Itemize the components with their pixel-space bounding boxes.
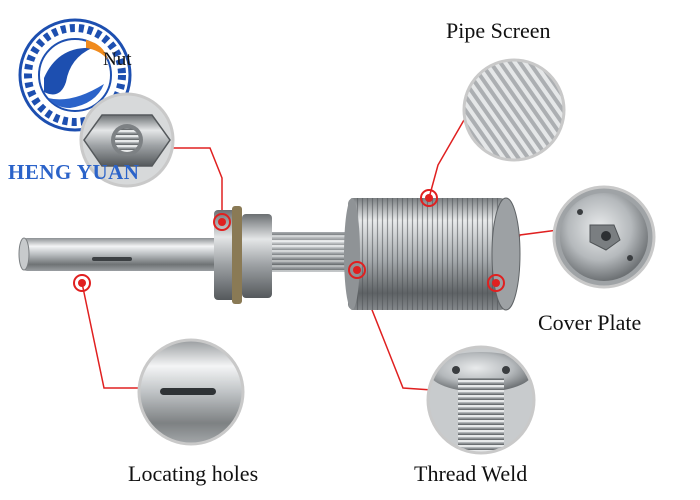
locating-holes-label: Locating holes — [128, 461, 259, 486]
company-logo — [18, 18, 132, 132]
pipe-screen-label: Pipe Screen — [446, 18, 551, 43]
brand-name: HENG YUAN — [8, 160, 140, 184]
thread-weld-label: Thread Weld — [414, 461, 528, 486]
nut-label: Nut — [103, 49, 132, 70]
thread-weld-detail-photo — [426, 345, 536, 455]
nozzle-filter-assembly — [18, 197, 521, 311]
callout-dots — [73, 189, 505, 292]
locating-holes-detail-photo — [137, 338, 245, 446]
callout-lines — [81, 119, 559, 391]
cover-plate-detail-photo — [552, 185, 656, 289]
cover-plate-label: Cover Plate — [538, 310, 642, 335]
pipe-screen-detail-photo — [462, 58, 566, 162]
nut-detail-photo — [79, 92, 175, 188]
